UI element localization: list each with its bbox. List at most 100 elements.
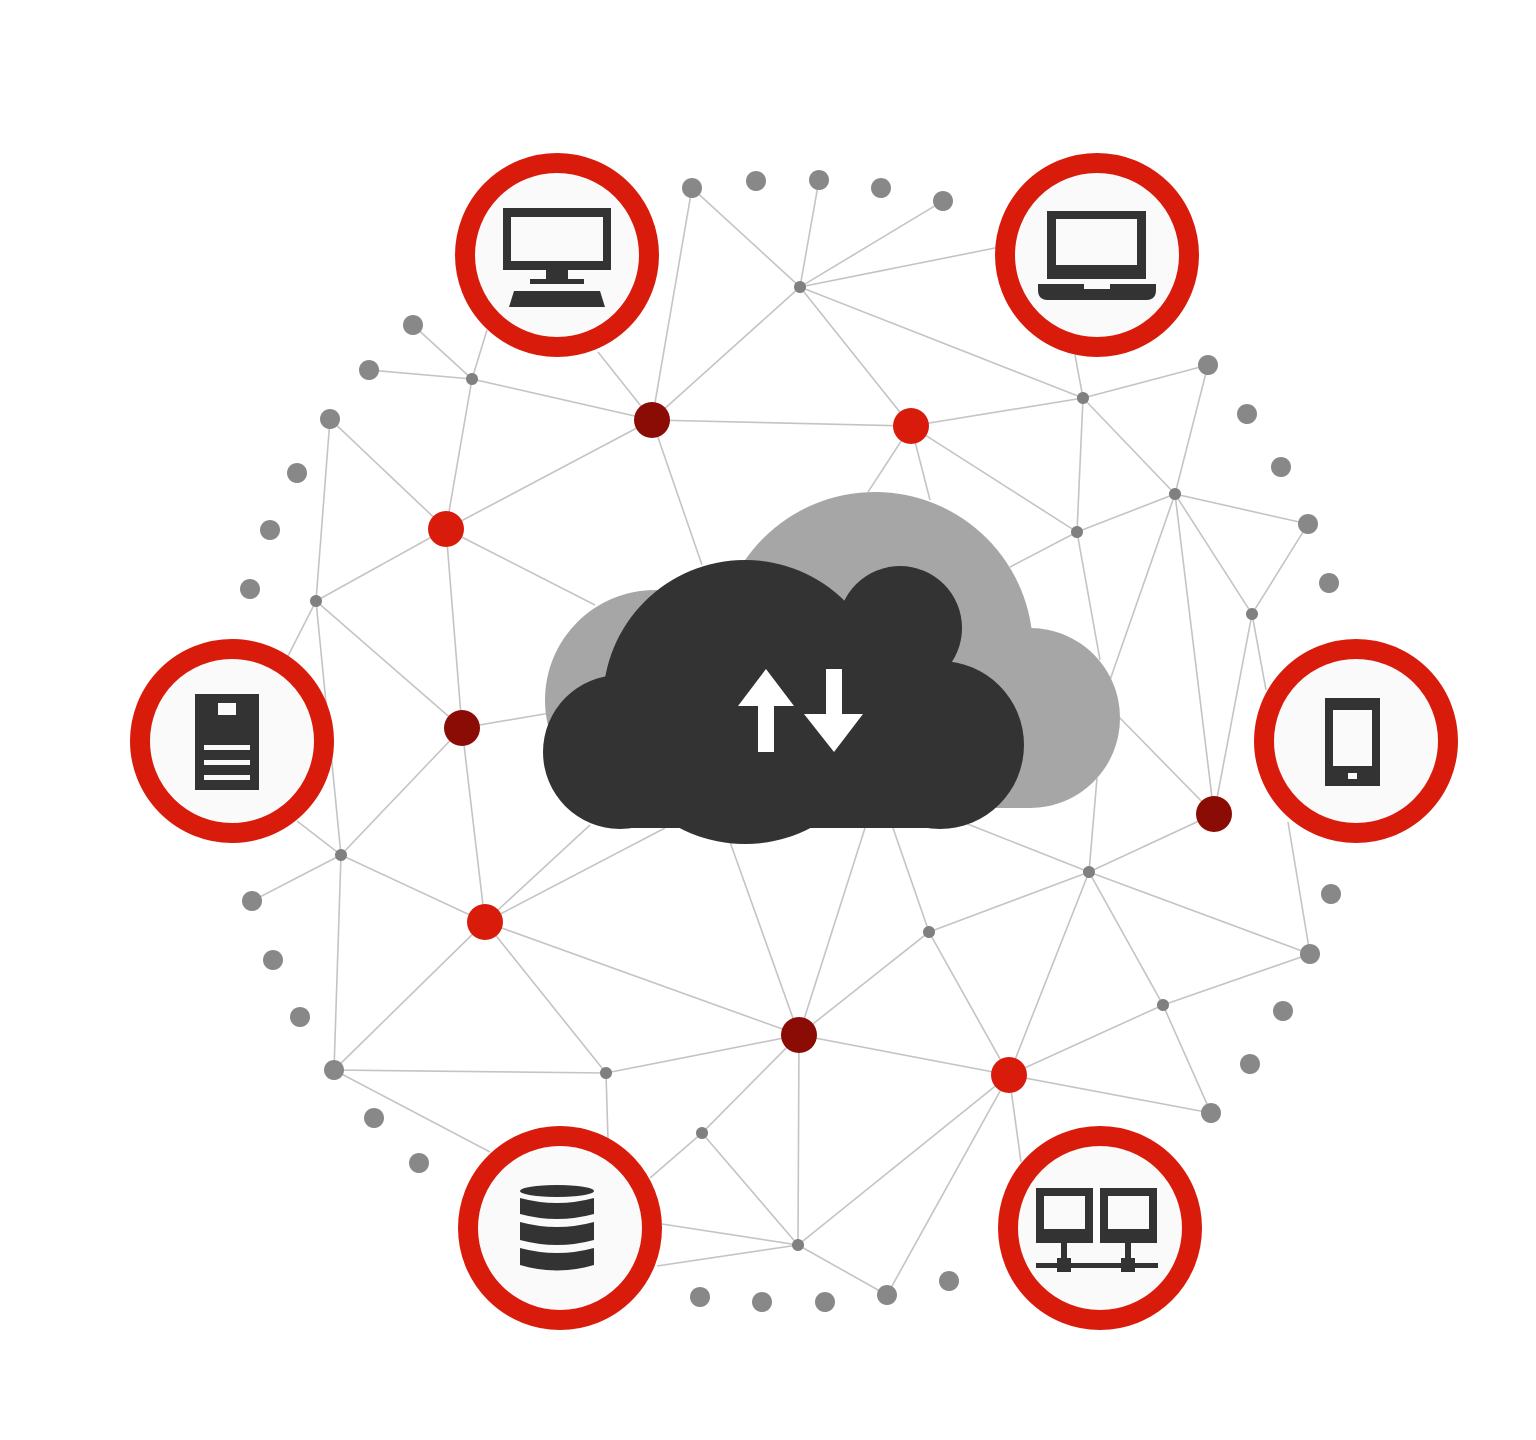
network-edge xyxy=(605,1072,609,1141)
network-edge xyxy=(461,727,486,923)
network-edge xyxy=(333,1069,491,1153)
hub-node xyxy=(466,373,478,385)
network-edge xyxy=(1287,821,1311,955)
network-edge xyxy=(471,378,653,421)
network-edge xyxy=(333,1069,607,1074)
network-edge xyxy=(797,1074,1010,1246)
network-edge xyxy=(798,827,866,1036)
device-laptop[interactable] xyxy=(995,153,1199,357)
network-edge xyxy=(315,528,447,602)
device-tablet[interactable] xyxy=(1254,639,1458,843)
network-edge xyxy=(651,419,703,566)
network-edge xyxy=(649,1132,703,1179)
red-node xyxy=(991,1057,1027,1093)
network-edge xyxy=(910,397,1084,427)
network-edge xyxy=(445,528,463,729)
network-edge xyxy=(1008,871,1090,1076)
hub-node xyxy=(1071,526,1083,538)
network-edge xyxy=(1174,493,1309,525)
outer-dot xyxy=(933,191,953,211)
network-edge xyxy=(798,1034,1010,1076)
network-edge xyxy=(1088,871,1164,1006)
device-network[interactable] xyxy=(998,1126,1202,1330)
network-edge xyxy=(315,600,463,729)
network-edge xyxy=(1251,523,1309,615)
network-nodes xyxy=(240,170,1341,1312)
network-edge xyxy=(471,329,488,380)
outer-dot xyxy=(409,1153,429,1173)
network-edge xyxy=(484,824,591,923)
red-node xyxy=(428,511,464,547)
network-edge xyxy=(1008,1074,1212,1114)
network-edge xyxy=(340,727,463,856)
network-edge xyxy=(651,286,801,421)
device-rings xyxy=(130,153,1458,1330)
outer-dot xyxy=(364,1108,384,1128)
hub-node xyxy=(1083,866,1095,878)
device-desktop[interactable] xyxy=(455,153,659,357)
network-edge xyxy=(798,931,930,1036)
outer-dot xyxy=(1237,404,1257,424)
network-edge xyxy=(886,1074,1010,1296)
outer-dot xyxy=(1240,1054,1260,1074)
network-edge xyxy=(333,921,486,1071)
dark-red-node xyxy=(1196,796,1232,832)
network-edge xyxy=(1251,613,1267,691)
network-edge xyxy=(928,871,1090,933)
outer-dot xyxy=(877,1285,897,1305)
hub-node xyxy=(1077,392,1089,404)
outer-dot xyxy=(290,1007,310,1027)
hub-node xyxy=(792,1239,804,1251)
network-edge xyxy=(484,921,607,1074)
network-edge xyxy=(1082,397,1176,495)
outer-dot xyxy=(242,891,262,911)
hub-node xyxy=(1246,608,1258,620)
laptop-icon xyxy=(1038,211,1156,300)
outer-dot xyxy=(1201,1103,1221,1123)
outer-dot xyxy=(1300,944,1320,964)
network-edge xyxy=(651,419,912,427)
network-edge xyxy=(799,246,1001,288)
network-edge xyxy=(797,1034,800,1246)
cloud-icon xyxy=(543,492,1120,844)
dark-red-node xyxy=(781,1017,817,1053)
outer-dot xyxy=(359,360,379,380)
download-arrow-icon xyxy=(804,669,863,752)
network-edge xyxy=(1213,613,1253,815)
outer-dot xyxy=(320,409,340,429)
upload-arrow-icon xyxy=(738,669,794,752)
network-edge xyxy=(1088,813,1215,873)
device-database[interactable] xyxy=(458,1126,662,1330)
network-edge xyxy=(1074,354,1084,399)
hub-node xyxy=(600,1067,612,1079)
outer-dot xyxy=(1321,884,1341,904)
outer-dot xyxy=(1198,355,1218,375)
outer-dot xyxy=(240,579,260,599)
hub-node xyxy=(1169,488,1181,500)
device-server[interactable] xyxy=(130,639,334,843)
outer-dot xyxy=(746,171,766,191)
network-edge xyxy=(799,200,944,288)
red-node xyxy=(467,904,503,940)
network-edge xyxy=(1162,1004,1212,1114)
network-edge xyxy=(296,820,342,856)
network-edge xyxy=(797,1244,888,1296)
network-computers-icon xyxy=(1036,1188,1158,1272)
network-edge xyxy=(368,369,473,380)
network-edge xyxy=(1088,871,1311,955)
hub-node xyxy=(794,281,806,293)
network-edge xyxy=(701,1132,799,1246)
dark-red-node xyxy=(444,710,480,746)
network-edge xyxy=(412,324,473,380)
hub-node xyxy=(335,849,347,861)
network-edge xyxy=(691,187,801,288)
network-edge xyxy=(964,822,1090,873)
network-edge xyxy=(651,187,693,421)
red-node xyxy=(893,408,929,444)
desktop-computer-icon xyxy=(503,208,611,307)
network-edge xyxy=(1082,364,1209,399)
network-edge xyxy=(1162,953,1311,1006)
network-edge xyxy=(1174,493,1253,615)
outer-dot xyxy=(871,178,891,198)
